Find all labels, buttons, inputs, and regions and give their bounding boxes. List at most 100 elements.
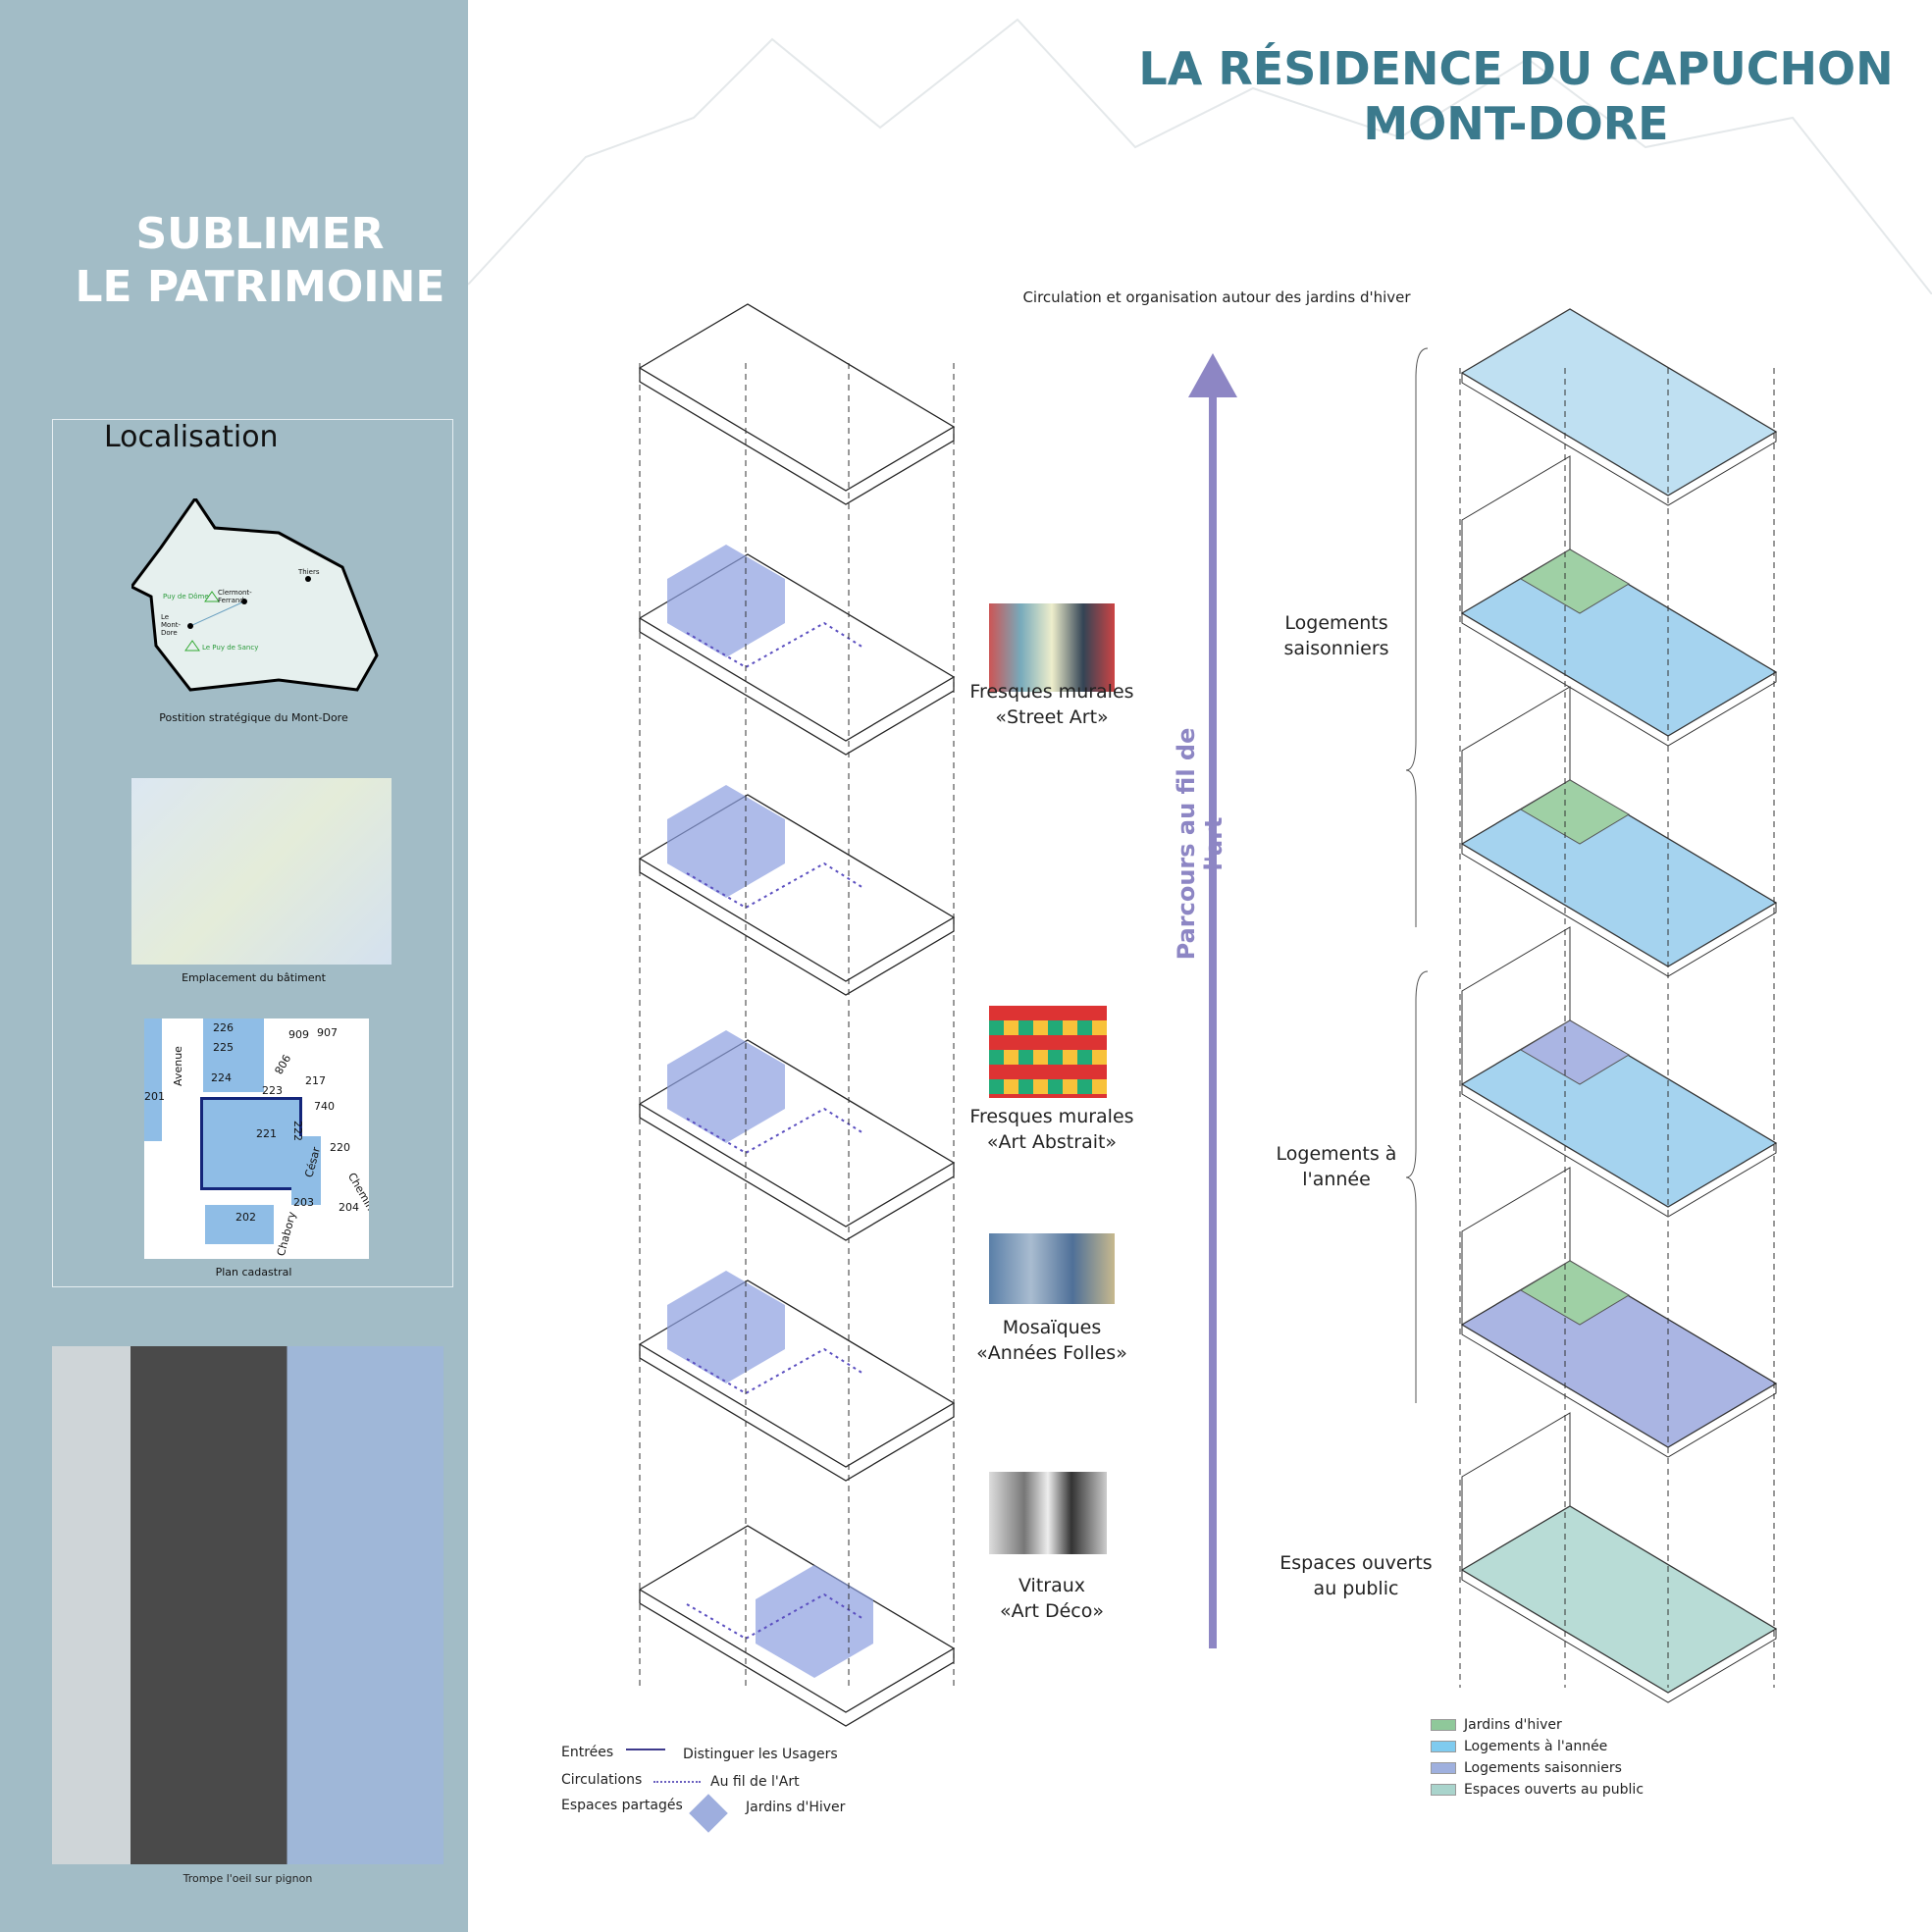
stained-glass-image	[989, 1472, 1107, 1554]
floor-edge	[1461, 1084, 1777, 1218]
photo-caption: Trompe l'oeil sur pignon	[183, 1872, 313, 1885]
legend-espaces: Espaces partagés	[561, 1798, 683, 1813]
circulation-path	[686, 1593, 864, 1641]
title-line: SUBLIMER	[135, 209, 385, 259]
legend-label: Jardins d'hiver	[1464, 1717, 1562, 1733]
floor-edge	[1461, 373, 1777, 506]
circulation-path	[686, 621, 864, 669]
parcel-label: 226	[213, 1021, 234, 1034]
arrow-head-icon	[1188, 353, 1237, 397]
parcel-label: 202	[235, 1211, 256, 1224]
legend-desc: Au fil de l'Art	[710, 1774, 800, 1790]
legend-label: Logements saisonniers	[1464, 1760, 1622, 1776]
brace-seasonal	[1405, 347, 1429, 927]
winter-garden-zone	[1520, 1260, 1630, 1326]
legend-desc: Jardins d'Hiver	[746, 1800, 846, 1815]
winter-garden-volume	[667, 1271, 785, 1384]
floor-plan-right	[1460, 1019, 1778, 1208]
group-line: Espaces ouverts	[1279, 1552, 1433, 1574]
legend-desc: Distinguer les Usagers	[683, 1747, 838, 1762]
group-line: Logements à	[1276, 1143, 1397, 1165]
circulation-path	[686, 1107, 864, 1155]
cube-icon	[689, 1794, 728, 1833]
parcel-label: 224	[211, 1071, 232, 1084]
sidebar: SUBLIMER LE PATRIMOINE Localisation Thie…	[0, 0, 468, 1932]
legend-swatch	[1431, 1762, 1456, 1774]
title-line: MONT-DORE	[1363, 97, 1669, 150]
group-label-seasonal: Logements saisonniers	[1248, 610, 1425, 661]
sidebar-title: SUBLIMER LE PATRIMOINE	[0, 208, 520, 314]
winter-garden-volume	[667, 1030, 785, 1143]
floor-plan-right	[1460, 1505, 1778, 1694]
brace-yearly	[1405, 970, 1429, 1403]
art-line: «Art Abstrait»	[986, 1131, 1118, 1153]
group-label-yearly: Logements à l'année	[1248, 1141, 1425, 1192]
circulation-path	[686, 1347, 864, 1395]
art-line: «Années Folles»	[976, 1342, 1127, 1364]
place-puy-de-dome: Puy de Dôme	[163, 593, 209, 600]
street-art-image	[989, 603, 1115, 692]
art-line: Vitraux	[1018, 1575, 1086, 1596]
floor-edge	[1461, 1325, 1777, 1458]
wall-outline	[1461, 455, 1571, 613]
main-title: LA RÉSIDENCE DU CAPUCHON MONT-DORE	[1128, 41, 1904, 151]
floor-plan-right	[1460, 1260, 1778, 1448]
art-label-abstract: Fresques murales«Art Abstrait»	[944, 1104, 1160, 1155]
mountain-backdrop	[468, 18, 1932, 294]
floor-edge	[1461, 1570, 1777, 1703]
winter-garden-zone	[1520, 548, 1630, 614]
group-line: l'année	[1302, 1169, 1371, 1190]
art-label-stained-glass: Vitraux «Art Déco»	[944, 1573, 1160, 1624]
legend-swatch	[1431, 1784, 1456, 1796]
town-map	[131, 778, 392, 965]
parcel-label: 221	[256, 1127, 277, 1140]
clermont-dot	[241, 599, 247, 604]
localisation-title: Localisation	[104, 420, 279, 454]
legend-label: Logements à l'année	[1464, 1739, 1608, 1754]
wall-outline	[1461, 926, 1571, 1084]
art-line: «Art Déco»	[1000, 1600, 1104, 1622]
legend-label: Espaces ouverts au public	[1464, 1782, 1645, 1798]
place-puy-de-sancy: Le Puy de Sancy	[202, 644, 259, 652]
arrow-label: Parcours au fil de l'art	[1173, 727, 1227, 961]
floor-plate-left	[638, 303, 956, 492]
diagram-subtitle: Circulation et organisation autour des j…	[1022, 288, 1411, 306]
group-line: saisonniers	[1283, 638, 1389, 659]
entry-arrow-icon	[626, 1749, 665, 1750]
parcel-label: 204	[339, 1201, 359, 1214]
winter-garden-zone	[1520, 1019, 1630, 1085]
parcel-label: 740	[314, 1100, 335, 1113]
localisation-panel: Localisation Thiers Clermont-Ferrand Le …	[52, 419, 453, 1287]
art-label-street: Fresques murales «Street Art»	[944, 679, 1160, 730]
place-clermont-ferrand: Clermont-Ferrand	[218, 589, 252, 604]
cadastral-map: 226 225 224 223 221 222 909 907 908 217 …	[144, 1018, 369, 1259]
parcel-label: 201	[144, 1090, 165, 1103]
place-thiers: Thiers	[298, 568, 320, 576]
map1-caption: Postition stratégique du Mont-Dore	[159, 711, 348, 724]
title-line: LA RÉSIDENCE DU CAPUCHON	[1138, 42, 1894, 95]
map2-caption: Emplacement du bâtiment	[182, 971, 326, 984]
group-line: au public	[1313, 1578, 1399, 1599]
winter-garden-zone	[1520, 779, 1630, 845]
title-line: LE PATRIMOINE	[75, 262, 445, 312]
dotted-line-icon	[653, 1781, 701, 1783]
wall-outline	[1461, 1412, 1571, 1570]
region-map	[131, 498, 379, 692]
floor-plan-right	[1460, 779, 1778, 967]
winter-garden-volume	[756, 1565, 873, 1678]
parcel-label: 223	[262, 1084, 283, 1097]
place-le-mont-dore: Le Mont-Dore	[161, 613, 182, 637]
art-line: «Street Art»	[995, 706, 1109, 728]
floor-plan-right	[1460, 308, 1778, 496]
map3-caption: Plan cadastral	[215, 1266, 292, 1279]
art-line: Fresques murales	[969, 681, 1134, 703]
legend-swatch	[1431, 1741, 1456, 1752]
circulation-path	[686, 862, 864, 910]
group-label-public: Espaces ouverts au public	[1268, 1550, 1444, 1601]
legend-entrees: Entrées	[561, 1745, 614, 1760]
parcel-label: 220	[330, 1141, 350, 1154]
art-line: Mosaïques	[1002, 1317, 1102, 1338]
group-line: Logements	[1284, 612, 1388, 634]
parcel-label: 907	[317, 1026, 338, 1039]
trompe-loeil-photo	[52, 1346, 444, 1864]
